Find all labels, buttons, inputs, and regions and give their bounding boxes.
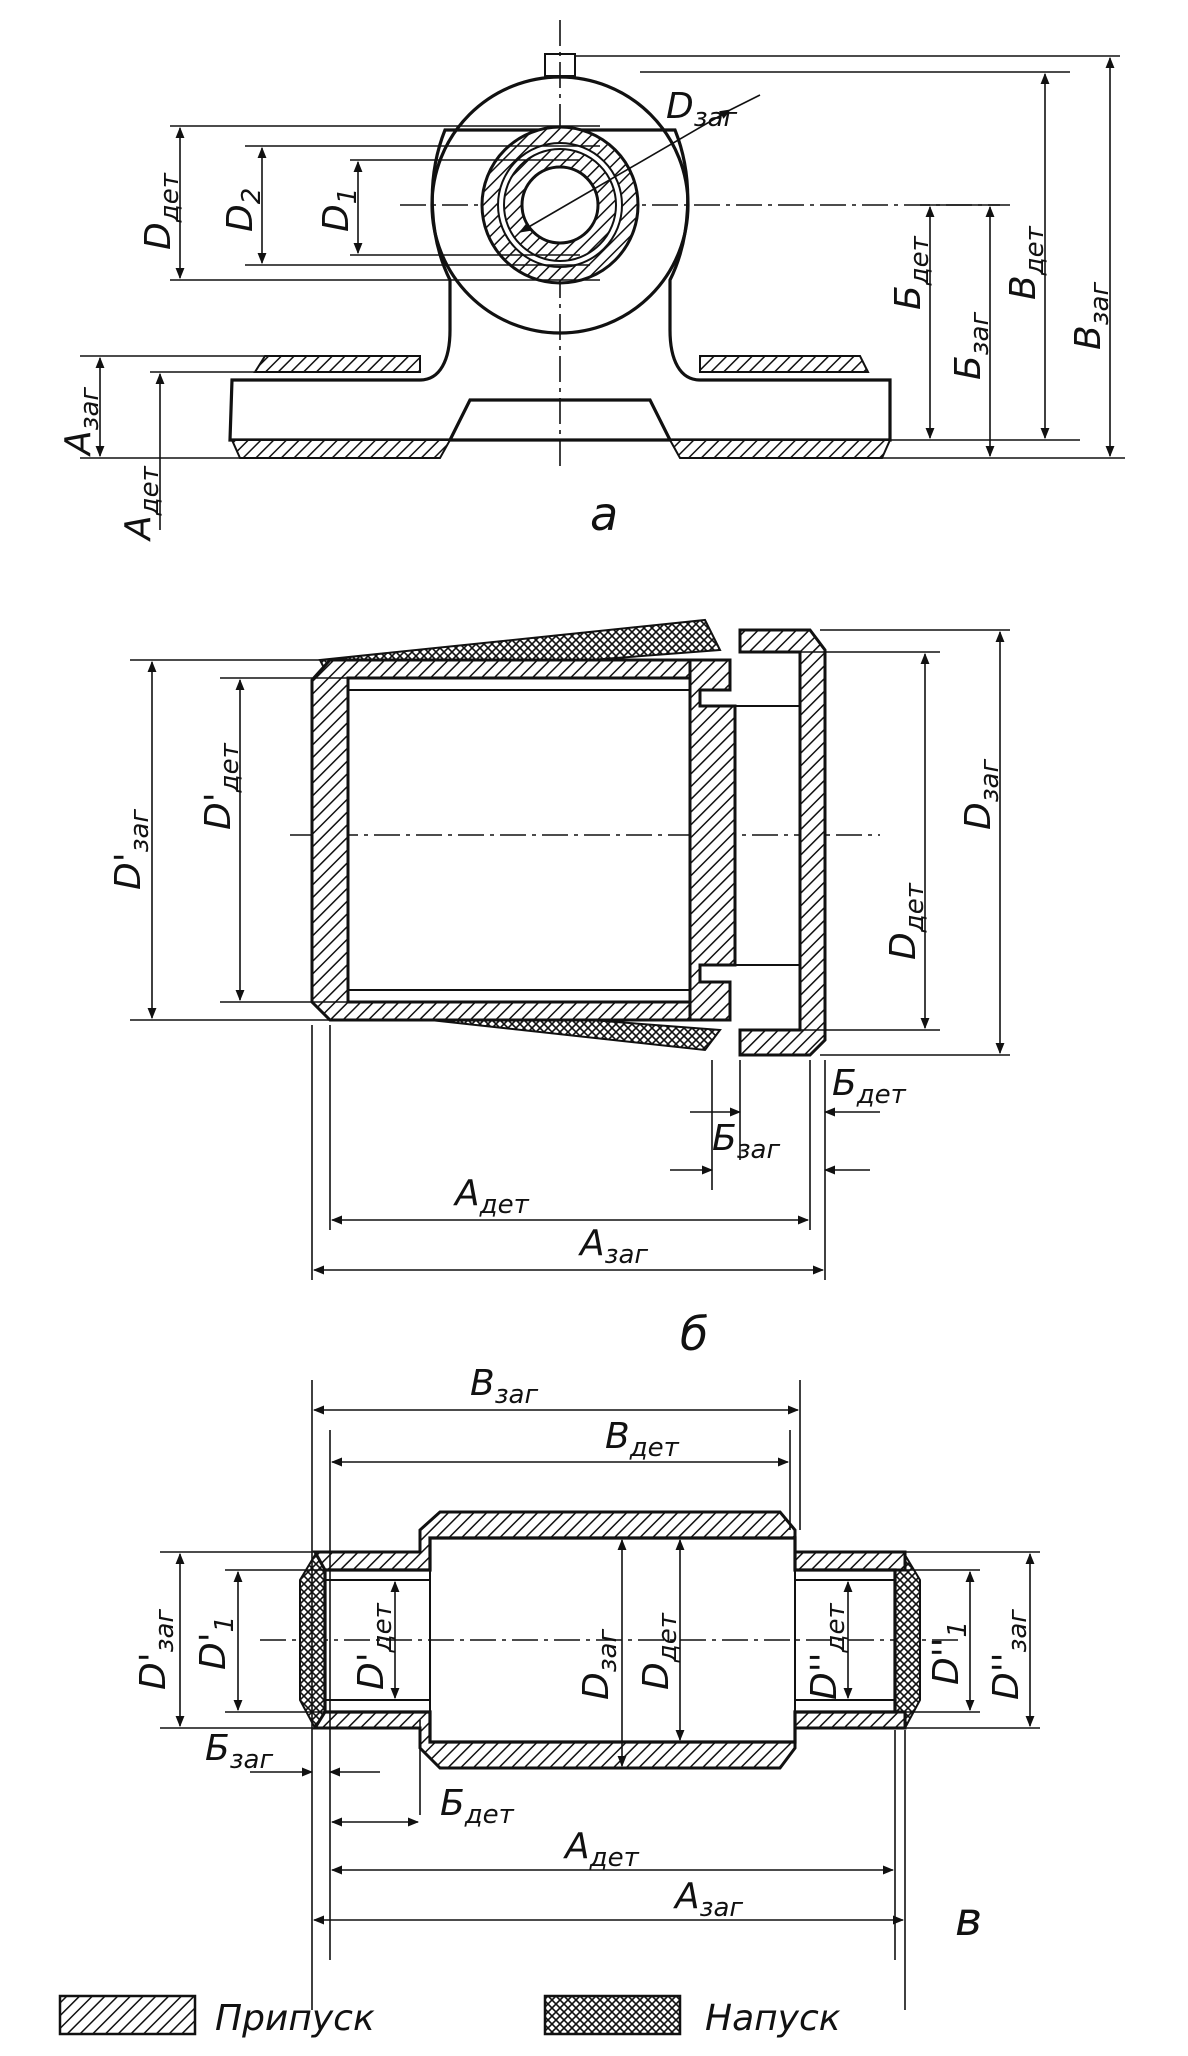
label-d2: D2: [220, 188, 267, 232]
label-d-det-b: Dдет: [883, 882, 930, 960]
label-b-det-v: Бдет: [440, 1783, 515, 1830]
label-v-zag: Взаг: [1068, 282, 1115, 350]
label-v-det-v: Вдет: [605, 1416, 680, 1463]
legend: Припуск Напуск: [58, 1994, 841, 2039]
label-dpp-det-v: D''дет: [804, 1603, 851, 1700]
label-dp-zag-v: D'заг: [133, 1609, 180, 1690]
label-d-zag: Dзаг: [666, 86, 737, 133]
label-dpp-zag-v: D''заг: [986, 1609, 1033, 1700]
label-d-zag-v: Dзаг: [576, 1629, 623, 1700]
caption-b: б: [680, 1307, 708, 1361]
label-b-det-b: Бдет: [832, 1063, 907, 1110]
label-dp-det: D'дет: [198, 742, 245, 830]
caption-a: а: [590, 487, 618, 541]
allowance-swatch: [58, 1994, 197, 2036]
label-a-det-v: Адет: [563, 1826, 640, 1873]
label-a-det: Адет: [118, 465, 165, 542]
label-d-zag-b: Dзаг: [958, 759, 1005, 830]
figure-b: D'заг D'дет Dдет Dзаг Бдет Бзаг Адет Аза…: [108, 618, 1010, 1361]
label-dp-zag: D'заг: [108, 809, 155, 890]
label-dp1-v: D'1: [193, 1616, 240, 1670]
label-b-zag-v: Бзаг: [205, 1728, 273, 1775]
label-a-det-b: Адет: [453, 1173, 530, 1220]
label-d-det-v: Dдет: [636, 1612, 683, 1690]
label-b-zag-b: Бзаг: [712, 1118, 780, 1165]
label-b-det: Бдет: [888, 235, 935, 310]
overlap-swatch: [543, 1994, 682, 2036]
legend-overlap-label: Напуск: [705, 1998, 841, 2039]
label-v-det: Вдет: [1003, 225, 1050, 300]
label-a-zag-b: Азаг: [578, 1223, 648, 1270]
label-b-zag: Бзаг: [948, 312, 995, 380]
label-v-zag-v: Взаг: [470, 1363, 538, 1410]
label-a-zag: Азаг: [58, 387, 105, 457]
label-d-det: Dдет: [138, 172, 185, 250]
label-a-zag-v: Азаг: [673, 1876, 743, 1923]
label-dp-det-v: D'дет: [351, 1602, 398, 1690]
label-dpp1-v: D''1: [926, 1621, 973, 1685]
figure-a: Dзаг Dдет D2 D1 Бдет Бзаг Вдет Взаг Азаг…: [58, 20, 1125, 542]
legend-allowance-label: Припуск: [215, 1998, 375, 2039]
figure-v: Взаг Вдет D'заг D'1 D'дет Dзаг Dдет D''д…: [133, 1363, 1040, 2010]
label-d1: D1: [316, 188, 363, 232]
caption-v: в: [955, 1892, 982, 1946]
